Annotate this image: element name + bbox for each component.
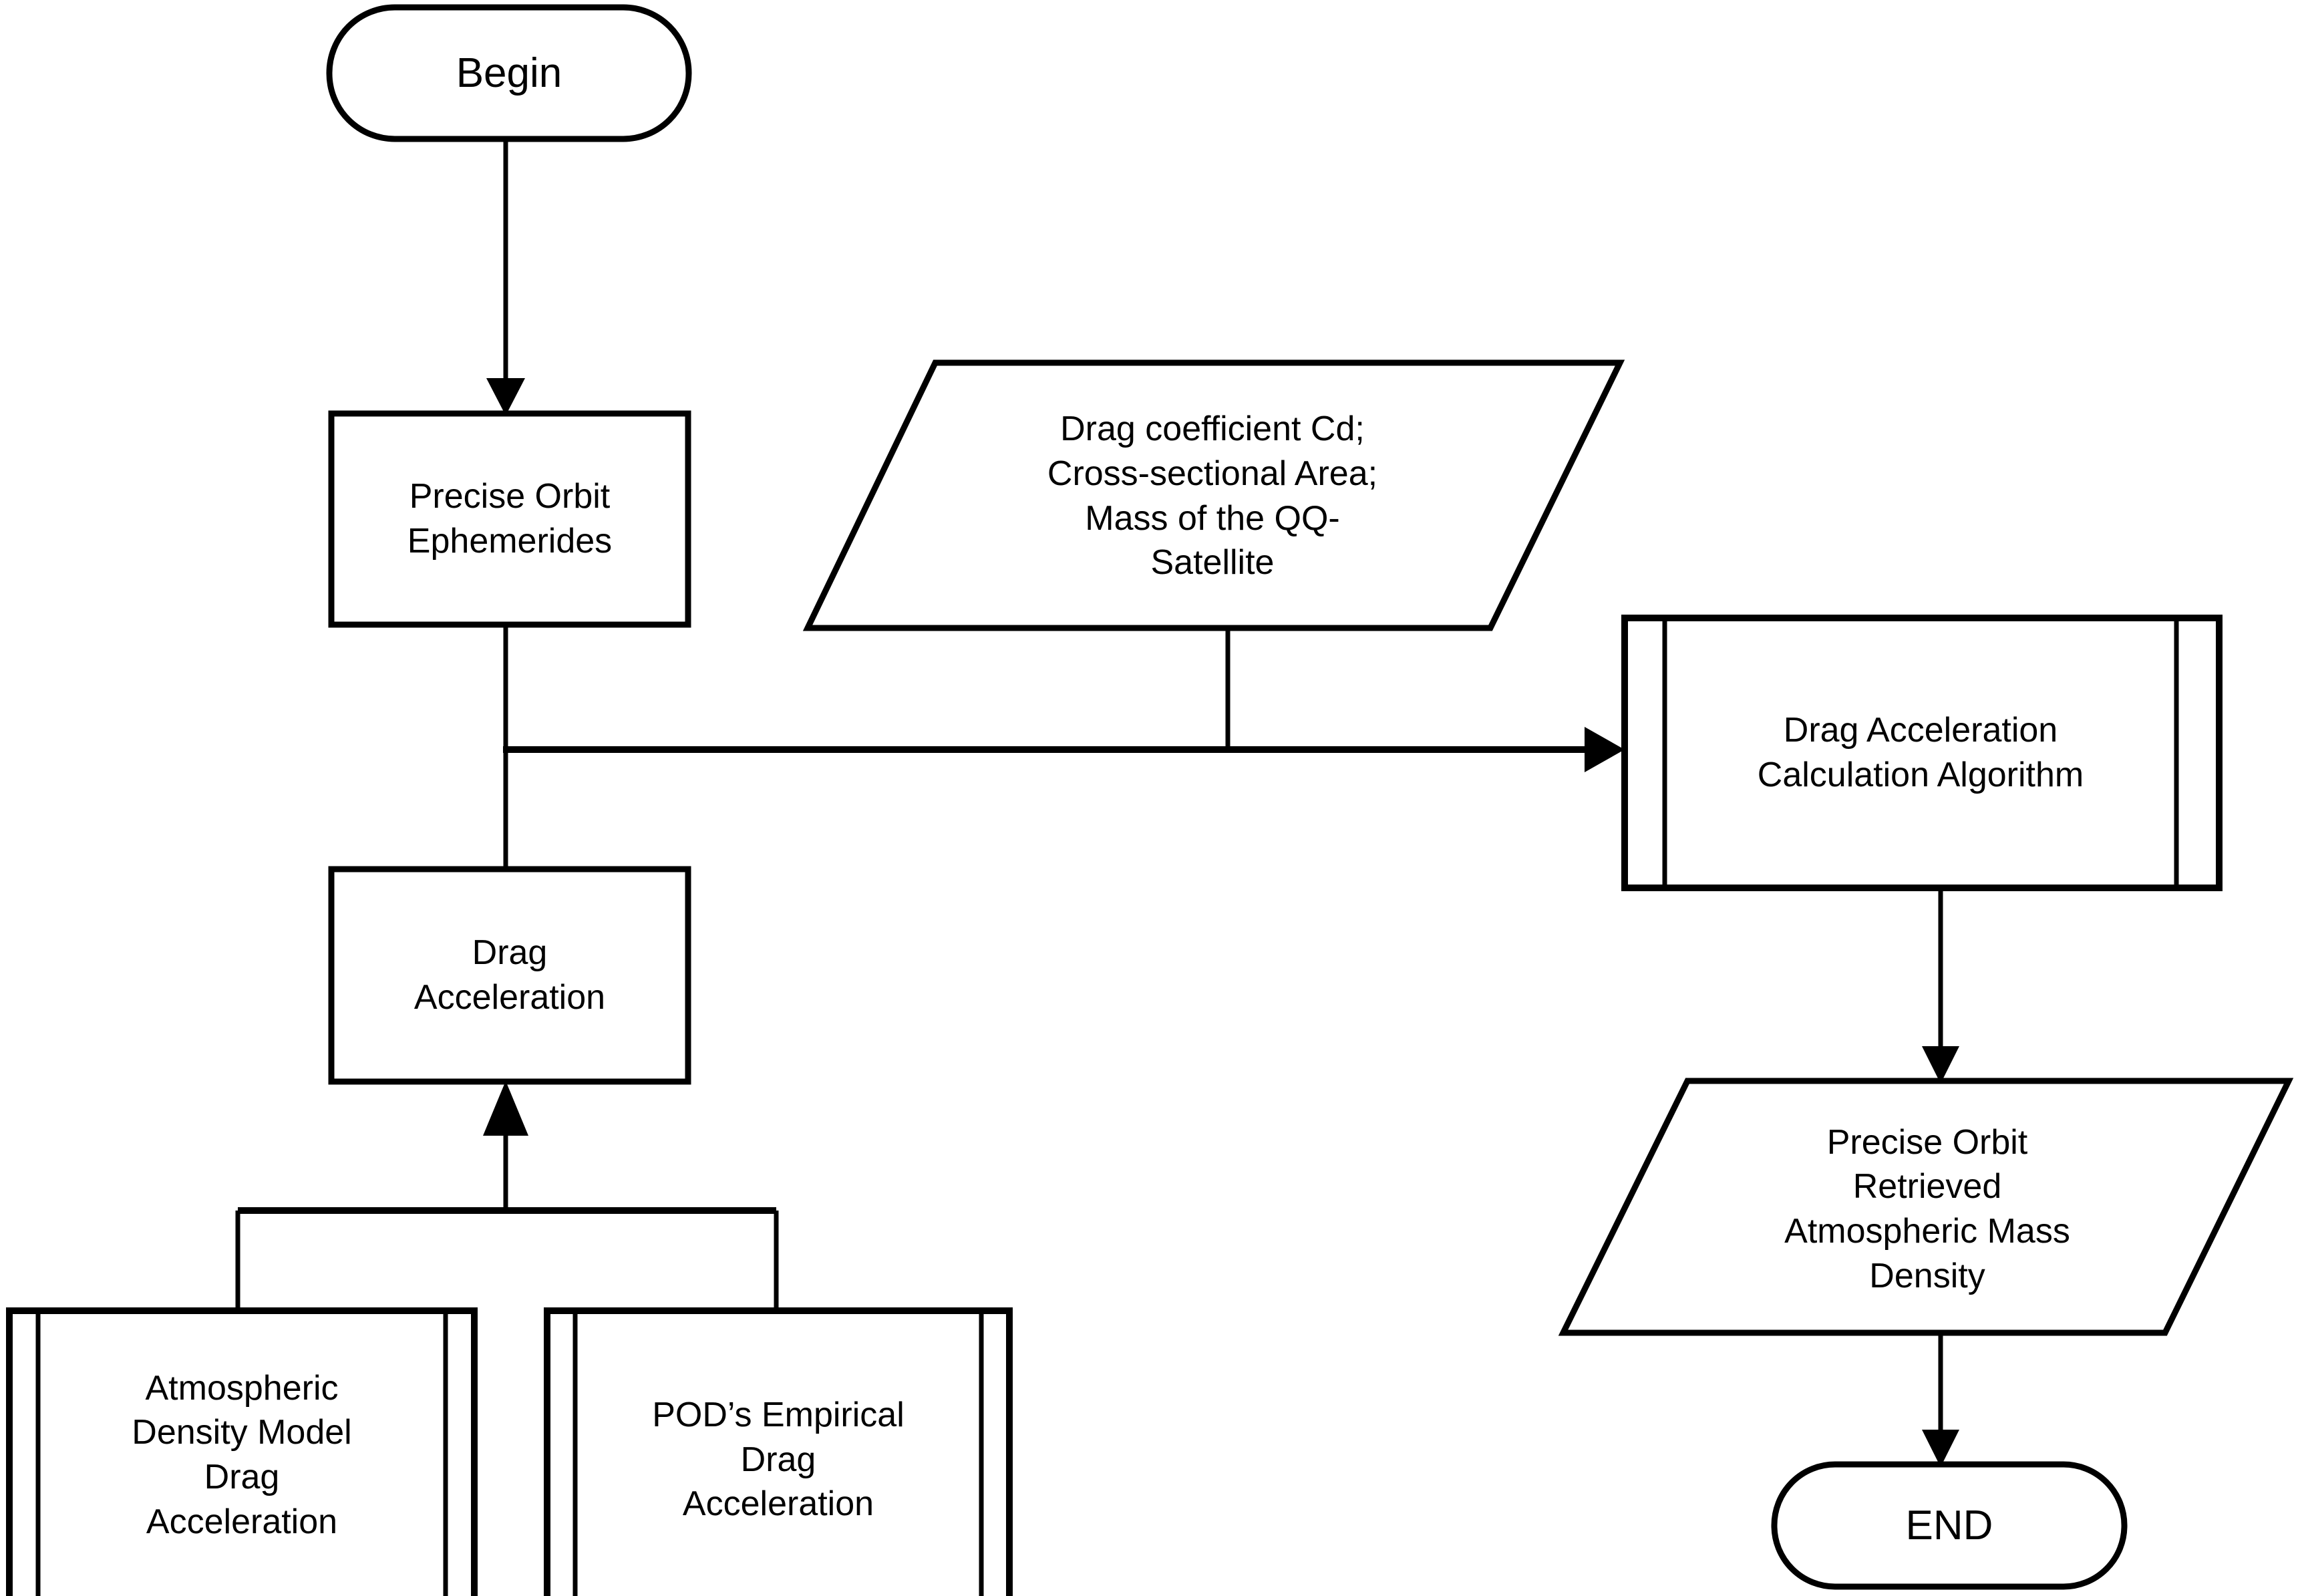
node-precise-orbit-ephemerides-shape[interactable] (328, 410, 691, 628)
node-inputs-parallelogram-shape[interactable] (802, 359, 1625, 631)
arrowhead-to-drag-acceleration (483, 1081, 528, 1136)
node-atmospheric-density-model-shape[interactable] (6, 1307, 478, 1596)
node-drag-acceleration-algorithm-shape[interactable] (1621, 615, 2223, 891)
node-pod-empirical-drag-shape[interactable] (544, 1307, 1013, 1596)
arrowhead-to-end (1922, 1430, 1959, 1467)
node-end-shape[interactable] (1771, 1461, 2128, 1590)
node-retrieved-density-shape[interactable] (1558, 1078, 2294, 1336)
arrowhead-to-ephemerides (486, 378, 525, 416)
arrowhead-to-retrieved-density (1922, 1046, 1959, 1084)
arrowhead-layer (483, 378, 1959, 1467)
node-drag-acceleration-shape[interactable] (328, 866, 691, 1085)
arrowhead-to-algorithm (1585, 727, 1625, 772)
node-begin-shape[interactable] (326, 4, 692, 142)
